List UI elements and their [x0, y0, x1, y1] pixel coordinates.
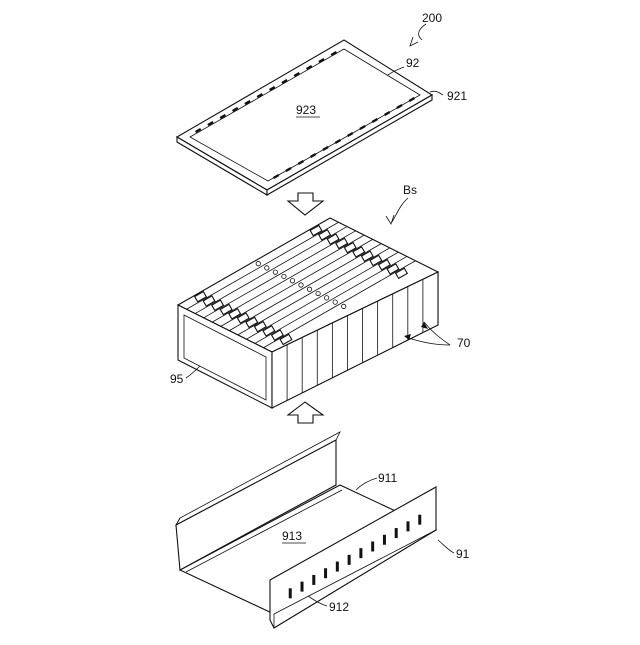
label-stack: Bs — [403, 183, 417, 197]
case-91 — [176, 432, 436, 628]
label-lid-rim: 921 — [447, 89, 467, 103]
wall-slot — [406, 521, 409, 531]
label-case-body: 91 — [456, 547, 470, 561]
wall-slot — [312, 575, 315, 585]
wall-slot — [289, 588, 292, 598]
label-cells: 70 — [457, 336, 471, 350]
leader-91 — [438, 540, 454, 553]
label-case-floor: 913 — [282, 529, 302, 543]
wall-slot — [324, 568, 327, 578]
label-assembly: 200 — [422, 11, 442, 25]
wall-slot — [336, 562, 339, 572]
label-case-side: 911 — [378, 471, 397, 485]
label-end-plate: 95 — [170, 372, 184, 386]
assembly-arrow-up — [288, 402, 323, 423]
assembly-arrow-down — [288, 193, 323, 215]
leader-200 — [419, 24, 426, 40]
wall-slot — [348, 555, 351, 565]
wall-slot — [418, 515, 421, 525]
lid-92 — [177, 40, 432, 195]
wall-slot — [395, 528, 398, 538]
label-lid-surface: 923 — [296, 103, 316, 117]
wall-slot — [359, 548, 362, 558]
cell-stack-bs — [178, 218, 438, 408]
wall-slot — [383, 535, 386, 545]
leader-bs — [392, 198, 408, 222]
label-case-wall: 912 — [329, 600, 349, 614]
leader-bs-arrow — [386, 215, 394, 224]
wall-slot — [301, 582, 304, 592]
leader-200-arrow — [410, 37, 418, 46]
label-lid: 92 — [406, 56, 420, 70]
wall-slot — [371, 541, 374, 551]
leader-911 — [356, 478, 377, 490]
